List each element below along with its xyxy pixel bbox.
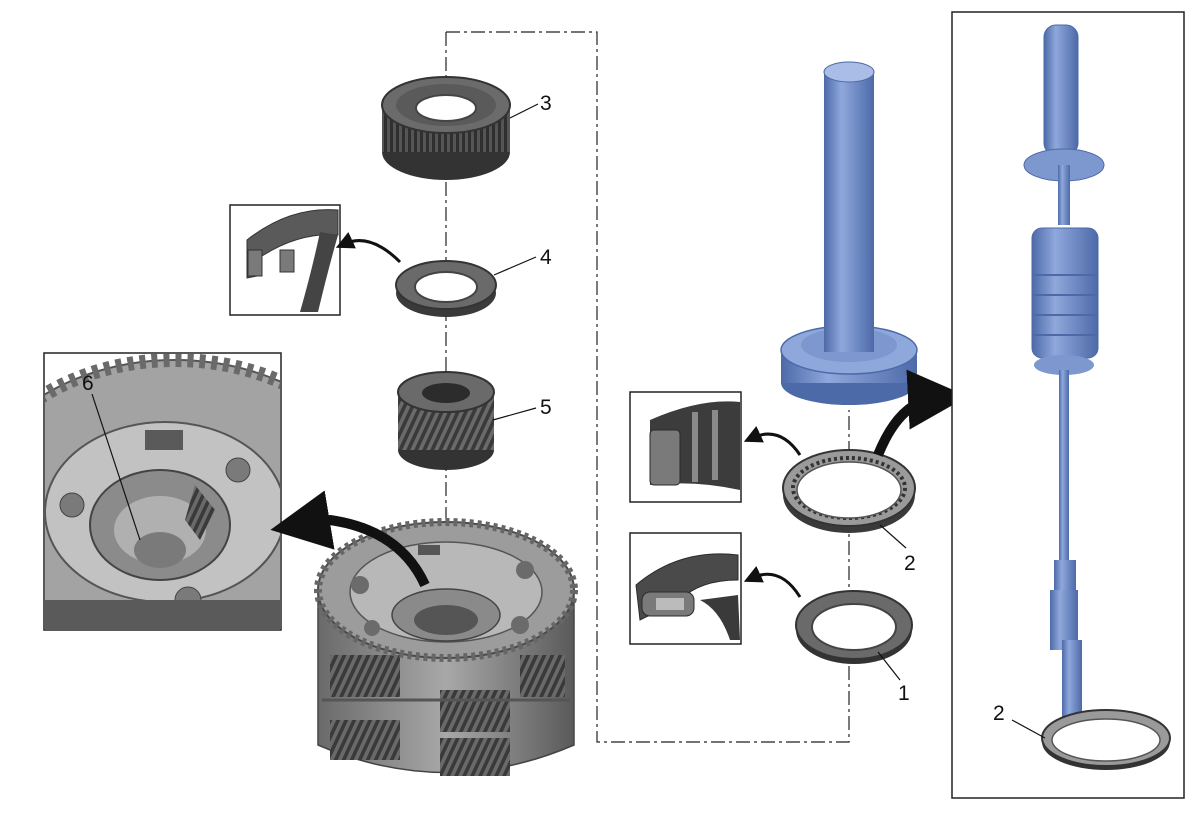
- label-4: 4: [540, 246, 552, 269]
- label-5: 5: [540, 396, 552, 419]
- arrow-to-inset-1: [743, 566, 802, 598]
- inset-detail-ring-2: [629, 391, 742, 503]
- detail-panel-puller: [951, 11, 1185, 799]
- label-1: 1: [898, 682, 910, 705]
- installer-tool: [780, 61, 918, 405]
- inset-detail-ring-1: [629, 532, 742, 645]
- gear-3: [381, 76, 511, 180]
- arrow-to-inset-2: [743, 426, 802, 456]
- label-2: 2: [904, 552, 916, 575]
- seal-ring-1: [795, 590, 913, 664]
- dash-dot-path: [446, 31, 850, 743]
- planetary-housing: [314, 518, 578, 776]
- label-6: 6: [82, 372, 94, 395]
- arrow-to-inset-6: [270, 490, 430, 588]
- leader-lines: [492, 103, 1046, 739]
- arrow-to-detail-panel: [873, 369, 968, 457]
- bearing-ring-2: [782, 449, 916, 533]
- inset-detail-6: [43, 352, 282, 631]
- label-3: 3: [540, 92, 552, 115]
- leader-6: [91, 393, 141, 541]
- inset-detail-seal-4: [229, 204, 341, 316]
- arrow-to-inset-4: [335, 232, 402, 264]
- label-2-detail: 2: [993, 702, 1005, 725]
- thrust-ring-4: [395, 260, 497, 317]
- gear-5: [397, 371, 495, 470]
